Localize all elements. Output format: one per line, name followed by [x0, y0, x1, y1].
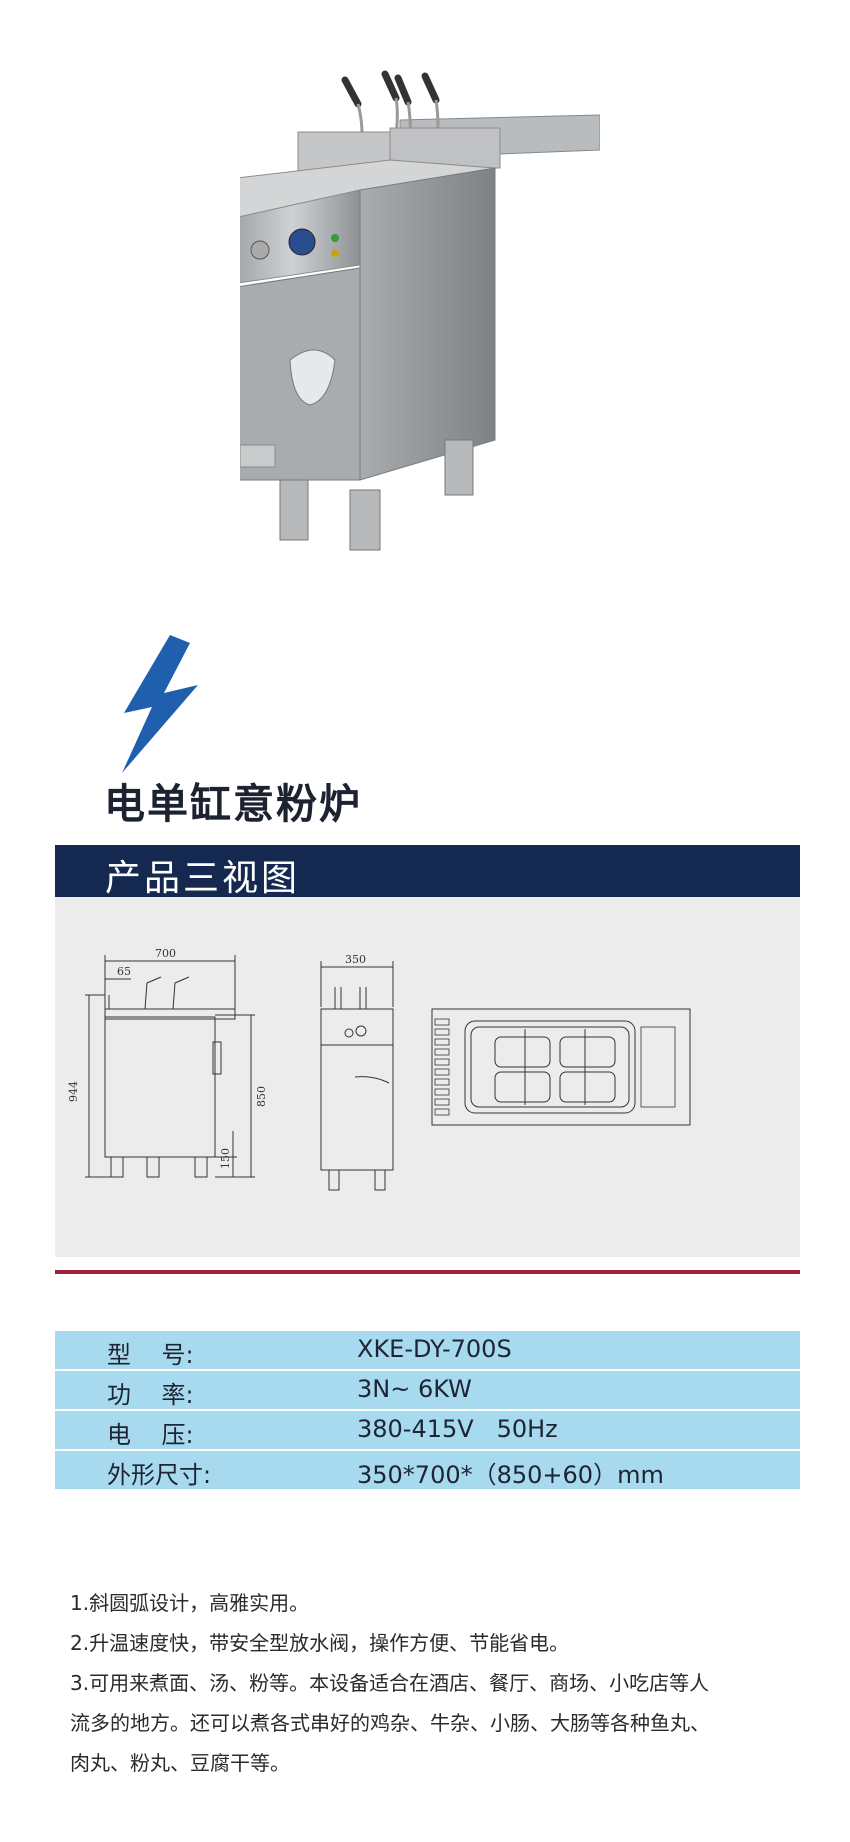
dim-side-offset: 65: [117, 965, 131, 978]
product-title: 电单缸意粉炉: [104, 780, 362, 828]
feature-line: 2.升温速度快，带安全型放水阀，操作方便、节能省电。: [70, 1631, 570, 1655]
feature-line: 流多的地方。还可以煮各式串好的鸡杂、牛杂、小肠、大肠等各种鱼丸、: [70, 1711, 710, 1735]
section-title: 产品三视图: [105, 858, 301, 899]
feature-list: 1.斜圆弧设计，高雅实用。 2.升温速度快，带安全型放水阀，操作方便、节能省电。…: [70, 1583, 805, 1783]
spec-label: 外形尺寸:: [107, 1461, 212, 1489]
section-divider: [55, 1270, 800, 1274]
side-view-drawing: [85, 955, 255, 1178]
top-view-drawing: [431, 1008, 691, 1126]
spec-row-model: 型 号: XKE-DY-700S: [55, 1331, 800, 1369]
spec-value: 380-415V 50Hz: [357, 1415, 558, 1443]
dim-side-width: 700: [155, 947, 176, 960]
lightning-bolt-icon: [122, 635, 198, 773]
spec-label: 型 号:: [107, 1341, 194, 1369]
spec-label: 电 压:: [107, 1421, 194, 1449]
spec-row-voltage: 电 压: 380-415V 50Hz: [55, 1411, 800, 1449]
dim-side-height-body: 850: [255, 1086, 268, 1107]
dim-side-leg: 150: [219, 1148, 232, 1169]
front-view-drawing: [320, 961, 394, 1191]
feature-line: 1.斜圆弧设计，高雅实用。: [70, 1591, 310, 1615]
feature-line: 肉丸、粉丸、豆腐干等。: [70, 1751, 290, 1775]
spec-value: XKE-DY-700S: [357, 1335, 512, 1363]
dim-front-width: 350: [345, 953, 366, 966]
feature-line: 3.可用来煮面、汤、粉等。本设备适合在酒店、餐厅、商场、小吃店等人: [70, 1671, 710, 1695]
spec-table: 型 号: XKE-DY-700S 功 率: 3N~ 6KW 电 压: 380-4…: [55, 1331, 800, 1491]
spec-row-power: 功 率: 3N~ 6KW: [55, 1371, 800, 1409]
spec-value: 3N~ 6KW: [357, 1375, 472, 1403]
dim-side-height-total: 944: [67, 1081, 80, 1102]
spec-row-dimensions: 外形尺寸: 350*700*（850+60）mm: [55, 1451, 800, 1489]
section-header: 产品三视图: [55, 845, 800, 899]
spec-value: 350*700*（850+60）mm: [357, 1461, 664, 1489]
product-photo: [240, 70, 600, 551]
spec-label: 功 率:: [107, 1381, 194, 1409]
technical-drawings-panel: 700 65 944 850 150 350: [55, 897, 800, 1257]
